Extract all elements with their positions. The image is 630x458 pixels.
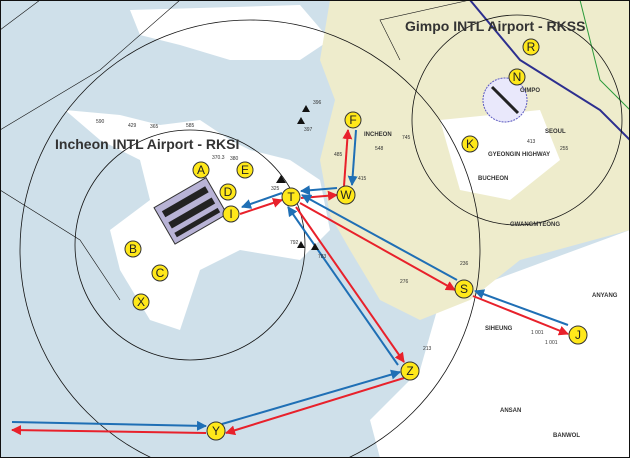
town-label: SIHEUNG: [485, 326, 513, 332]
svg-text:Y: Y: [212, 424, 220, 438]
svg-text:K: K: [466, 137, 474, 151]
svg-text:S: S: [460, 282, 468, 296]
land-south: [370, 230, 630, 458]
waypoint-x[interactable]: X: [132, 293, 150, 311]
town-label: ANYANG: [592, 293, 618, 299]
svg-text:236: 236: [460, 261, 469, 267]
route-z-y: [225, 377, 405, 436]
svg-text:397: 397: [304, 127, 313, 133]
waypoint-y[interactable]: Y: [206, 421, 226, 441]
town-label: BANWOL: [553, 433, 580, 439]
incheon-runways: [153, 176, 228, 245]
waypoint-f[interactable]: F: [344, 111, 362, 129]
svg-text:548: 548: [375, 146, 384, 152]
incheon-control-zone: [74, 129, 306, 361]
svg-text:T: T: [287, 190, 295, 204]
svg-text:W: W: [340, 188, 352, 202]
incheon-airport-label: Incheon INTL Airport - RKSI: [55, 136, 239, 152]
svg-text:745: 745: [402, 135, 411, 141]
gimpo-control-zone: [411, 14, 623, 226]
waypoint-c[interactable]: C: [151, 264, 169, 282]
svg-text:1 001: 1 001: [531, 330, 544, 336]
svg-text:396: 396: [313, 100, 322, 106]
svg-text:J: J: [575, 328, 581, 342]
route-y-z: [221, 369, 401, 425]
svg-text:585: 585: [186, 123, 195, 129]
waypoint-w[interactable]: W: [336, 185, 356, 205]
han-river-boundary: [469, 0, 630, 141]
town-label: GIMPO: [520, 88, 540, 94]
svg-text:F: F: [349, 113, 356, 127]
svg-text:276: 276: [400, 279, 409, 285]
gimpo-airport-label: Gimpo INTL Airport - RKSS: [405, 18, 585, 34]
svg-text:485: 485: [334, 152, 343, 158]
svg-text:255: 255: [560, 146, 569, 152]
svg-text:590: 590: [96, 119, 105, 125]
svg-text:E: E: [241, 163, 249, 177]
town-label: GWANGMYEONG: [510, 222, 560, 228]
svg-text:N: N: [513, 70, 522, 84]
svg-text:D: D: [224, 185, 233, 199]
urban-area: [440, 110, 560, 200]
route-s-j: [472, 295, 569, 336]
svg-text:380: 380: [230, 156, 239, 162]
town-label: ANSAN: [500, 408, 521, 414]
svg-text:B: B: [129, 242, 137, 256]
route-j-s: [474, 289, 569, 326]
route-i-t: [239, 198, 283, 215]
svg-text:792: 792: [290, 240, 299, 246]
svg-text:325: 325: [271, 186, 280, 192]
waypoint-k[interactable]: K: [461, 135, 479, 153]
svg-text:429: 429: [128, 123, 137, 129]
route-t-s: [299, 202, 456, 291]
route-t-z: [295, 206, 405, 363]
route-west-y: [11, 420, 207, 431]
waypoint-z[interactable]: Z: [400, 361, 420, 381]
town-label: INCHEON: [364, 132, 392, 138]
route-w-f: [342, 129, 353, 187]
elevation-labels: 396 397 325 792 783 590 429 365 585 370.…: [96, 100, 569, 352]
waypoint-b[interactable]: B: [124, 240, 142, 258]
svg-text:783: 783: [318, 254, 327, 260]
svg-text:R: R: [527, 40, 536, 54]
waypoint-n[interactable]: N: [508, 68, 526, 86]
route-t-i: [241, 192, 283, 209]
restricted-area: [579, 0, 630, 111]
waypoint-r[interactable]: R: [522, 38, 540, 56]
route-w-t: [300, 185, 338, 196]
svg-text:213: 213: [423, 346, 432, 352]
svg-text:I: I: [229, 207, 232, 221]
waypoints: A B C D E I T W F K N R S J Z Y X: [124, 38, 588, 441]
outer-airspace: [19, 19, 481, 458]
waypoint-e[interactable]: E: [236, 161, 254, 179]
route-y-west: [11, 425, 207, 436]
svg-text:1 001: 1 001: [545, 340, 558, 346]
town-label: SEOUL: [545, 129, 566, 135]
airspace-boundaries: [0, 0, 471, 301]
route-f-w: [347, 129, 358, 186]
island-north: [130, 5, 330, 60]
waypoint-i[interactable]: I: [222, 205, 240, 223]
svg-text:370.3: 370.3: [212, 155, 225, 161]
waypoint-d[interactable]: D: [219, 183, 237, 201]
waypoint-j[interactable]: J: [568, 325, 588, 345]
svg-text:Z: Z: [406, 364, 413, 378]
highway-label: GYEONGIN HIGHWAY: [488, 152, 550, 158]
svg-text:365: 365: [150, 124, 159, 130]
waypoint-s[interactable]: S: [454, 279, 474, 299]
svg-text:C: C: [156, 266, 165, 280]
svg-text:A: A: [197, 163, 205, 177]
waypoint-a[interactable]: A: [192, 161, 210, 179]
svg-text:413: 413: [527, 139, 536, 145]
route-z-t: [287, 206, 399, 366]
svg-text:415: 415: [358, 176, 367, 182]
route-s-t: [301, 194, 458, 281]
svg-text:X: X: [137, 295, 145, 309]
town-label: BUCHEON: [478, 176, 508, 182]
waypoint-t[interactable]: T: [281, 187, 301, 207]
routes: [11, 129, 569, 436]
